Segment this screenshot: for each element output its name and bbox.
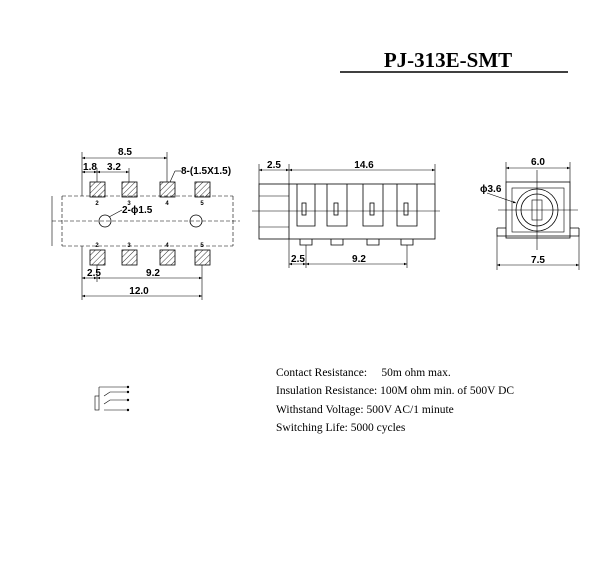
bore-leader — [486, 192, 517, 204]
pin-label-bottom-5: 5 — [200, 243, 204, 249]
front-base — [496, 227, 580, 237]
mounting-hole-left — [98, 214, 112, 228]
part-number-title: PJ-313E-SMT — [384, 48, 512, 72]
side-pin-4 — [400, 239, 414, 246]
front-view: ϕ3.6 6.0 7.5 — [480, 157, 580, 270]
dim-2-5-fp: 2.5 — [87, 268, 101, 279]
dim-12-0: 12.0 — [129, 286, 149, 297]
spec-withstand-voltage: Withstand Voltage: 500V AC/1 minute — [276, 404, 454, 416]
pad-bottom-5 — [194, 249, 211, 266]
pcb-footprint-view: 2 3 4 5 2 3 4 5 2-ϕ1.5 8-(1.5X1.5) 8.5 1… — [51, 147, 240, 300]
spec-insulation-resistance: Insulation Resistance: 100M ohm min. of … — [276, 385, 514, 397]
side-pin-3 — [366, 239, 380, 246]
contact-3 — [362, 184, 384, 227]
pin-label-top-4: 4 — [165, 201, 169, 207]
title-block: PJ-313E-SMT — [340, 48, 568, 73]
footprint-outline — [61, 195, 234, 247]
hole-leader — [108, 209, 123, 218]
dim-6-0: 6.0 — [531, 157, 545, 168]
spec-contact-resistance: Contact Resistance: 50m ohm max. — [276, 367, 451, 379]
pad-top-5 — [194, 181, 211, 198]
pin-label-bottom-2: 2 — [95, 243, 99, 249]
pad-top-4 — [159, 181, 176, 198]
side-pin-1 — [299, 239, 313, 246]
side-view: 2.5 14.6 2.5 9.2 — [252, 160, 440, 268]
schematic-terminal-3 — [126, 398, 130, 402]
pin-label-bottom-3: 3 — [127, 243, 131, 249]
dim-2-5-side: 2.5 — [267, 160, 281, 171]
side-pin-2 — [330, 239, 344, 246]
pad-bottom-4 — [159, 249, 176, 266]
schematic-terminal-1 — [126, 385, 130, 389]
hole-callout: 2-ϕ1.5 — [122, 205, 153, 216]
dim-3-2: 3.2 — [107, 162, 121, 173]
schematic-line-3 — [103, 399, 128, 405]
dim-8-5: 8.5 — [118, 147, 132, 158]
pad-callout-leader — [169, 170, 176, 183]
schematic-sleeve — [94, 395, 100, 411]
dim-2-5-side-bottom: 2.5 — [291, 254, 305, 265]
specifications: Contact Resistance: 50m ohm max. Insulat… — [276, 367, 514, 434]
dim-7-5: 7.5 — [531, 255, 545, 266]
jack-schematic-symbol — [94, 385, 130, 412]
schematic-terminal-4 — [126, 408, 130, 412]
schematic-line-2 — [103, 391, 128, 397]
pad-bottom-2 — [89, 249, 106, 266]
contact-2 — [326, 184, 348, 227]
pin-label-top-3: 3 — [127, 201, 131, 207]
contact-slot-1 — [301, 202, 307, 216]
contact-slot-2 — [333, 202, 339, 216]
pad-top-3 — [121, 181, 138, 198]
dim-9-2-fp: 9.2 — [146, 268, 160, 279]
contact-slot-4 — [403, 202, 409, 216]
dim-9-2-side: 9.2 — [352, 254, 366, 265]
schematic-terminal-2 — [126, 390, 130, 394]
dim-14-6: 14.6 — [354, 160, 374, 171]
pad-callout: 8-(1.5X1.5) — [181, 166, 231, 177]
spec-switching-life: Switching Life: 5000 cycles — [276, 422, 406, 434]
dim-1-8: 1.8 — [83, 162, 97, 173]
pad-top-2 — [89, 181, 106, 198]
bore-callout: ϕ3.6 — [480, 184, 502, 195]
contact-1 — [296, 184, 316, 227]
mounting-hole-right — [189, 214, 203, 228]
pin-label-bottom-4: 4 — [165, 243, 169, 249]
contact-4 — [396, 184, 418, 227]
pad-bottom-3 — [121, 249, 138, 266]
contact-slot-3 — [369, 202, 375, 216]
pin-label-top-2: 2 — [95, 201, 99, 207]
pin-label-top-5: 5 — [200, 201, 204, 207]
